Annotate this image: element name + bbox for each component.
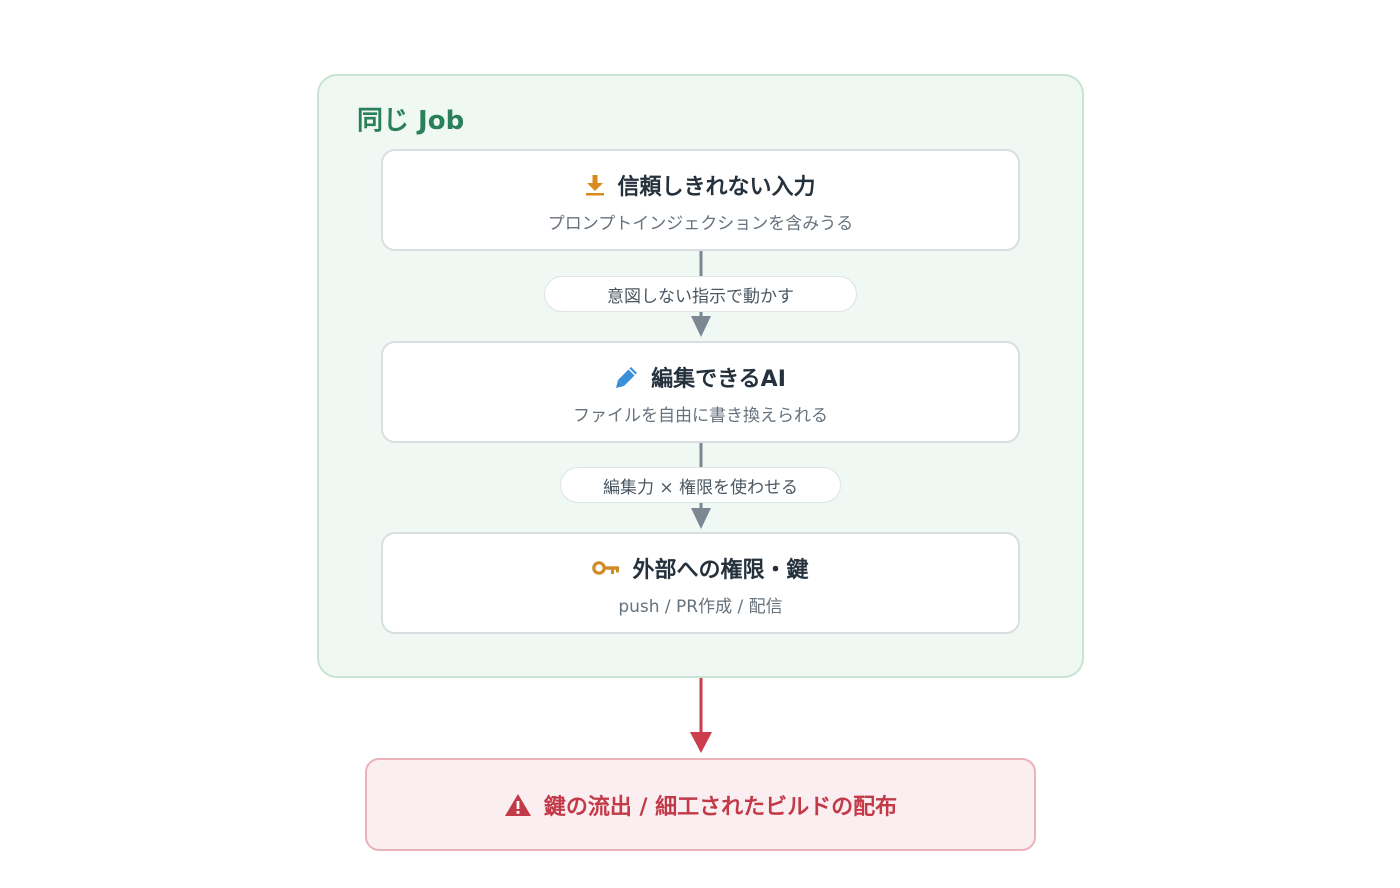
download-icon bbox=[585, 174, 605, 196]
step-card-editing-ai: 編集できるAI ファイルを自由に書き換えられる bbox=[381, 341, 1020, 443]
warning-icon bbox=[504, 793, 532, 817]
key-icon bbox=[592, 560, 620, 576]
step-card-untrusted-input: 信頼しきれない入力 プロンプトインジェクションを含みうる bbox=[381, 149, 1020, 251]
step-title: 外部への権限・鍵 bbox=[632, 558, 809, 583]
step-title: 信頼しきれない入力 bbox=[617, 175, 816, 200]
connector-arrowhead-1 bbox=[691, 316, 711, 337]
job-title: 同じ Job bbox=[357, 106, 465, 136]
result-text: 鍵の流出 / 細工されたビルドの配布 bbox=[543, 794, 898, 820]
danger-arrowhead bbox=[690, 732, 712, 753]
step-subtitle: ファイルを自由に書き換えられる bbox=[573, 406, 828, 426]
connector-arrowhead-2 bbox=[691, 508, 711, 529]
result-box: 鍵の流出 / 細工されたビルドの配布 bbox=[365, 758, 1036, 851]
step-title: 編集できるAI bbox=[651, 367, 786, 392]
connector-label-2: 編集力 × 権限を使わせる bbox=[560, 467, 841, 503]
pencil-icon bbox=[615, 365, 639, 389]
step-card-external-permissions: 外部への権限・鍵 push / PR作成 / 配信 bbox=[381, 532, 1020, 634]
connector-label-1: 意図しない指示で動かす bbox=[544, 276, 857, 312]
step-subtitle: プロンプトインジェクションを含みうる bbox=[547, 214, 854, 234]
step-subtitle: push / PR作成 / 配信 bbox=[618, 597, 783, 617]
